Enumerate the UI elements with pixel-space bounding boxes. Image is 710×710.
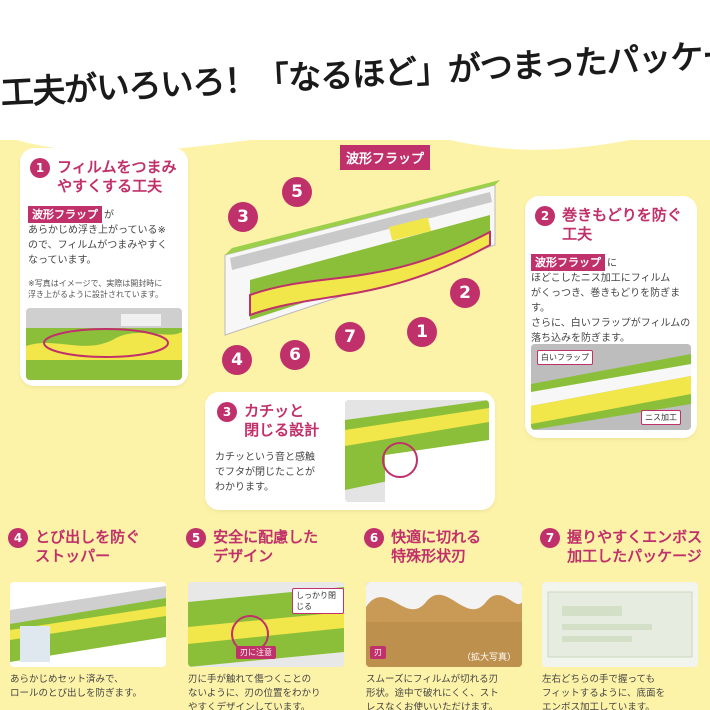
feature-7-number: 7 xyxy=(540,528,560,548)
hero-callout-3: 3 xyxy=(228,202,258,232)
feature-3-header: 3 カチッと 閉じる設計 xyxy=(217,402,319,440)
feature-4-body-line1: あらかじめセット済みで、 xyxy=(10,674,124,685)
feature-5-number: 5 xyxy=(186,528,206,548)
feature-7-body-line1: 左右どちらの手で握っても xyxy=(542,674,656,685)
feature-panel-7: 7 握りやすくエンボス 加工したパッケージ 左右どちらの手で握っても フィットす… xyxy=(534,522,704,710)
feature-card-1: 1 フィルムをつまみ やすくする工夫 波形フラップが あらかじめ浮き上がっている… xyxy=(20,148,188,386)
hero-callout-6: 6 xyxy=(280,340,310,370)
feature-4-photo xyxy=(10,582,166,667)
feature-2-title-line1: 巻きもどりを防ぐ xyxy=(562,206,682,224)
feature-panel-6: 6 快適に切れる 特殊形状刃 刃 （拡大写真） スムーズにフィルムが切れる刃 形… xyxy=(358,522,528,710)
feature-4-number: 4 xyxy=(8,528,28,548)
hero-label-wave-flap: 波形フラップ xyxy=(340,145,431,170)
feature-3-photo xyxy=(345,400,489,502)
feature-6-photo-caption: （拡大写真） xyxy=(461,653,516,663)
feature-2-after-tag: に xyxy=(607,258,617,269)
feature-2-title-line2: 工夫 xyxy=(562,225,593,243)
feature-3-body-line2: でフタが閉じたことが xyxy=(215,467,315,478)
feature-5-photo: 刃に注意 しっかり閉じる xyxy=(188,582,344,667)
feature-2-photo-label-varnish: ニス加工 xyxy=(641,410,681,425)
feature-1-title-line1: フィルムをつまみ xyxy=(57,158,177,176)
feature-5-title-line1: 安全に配慮した xyxy=(213,528,319,546)
feature-5-photo-tag: 刃に注意 xyxy=(236,646,276,659)
feature-1-header: 1 フィルムをつまみ やすくする工夫 xyxy=(30,158,177,196)
feature-2-header: 2 巻きもどりを防ぐ 工夫 xyxy=(535,206,682,244)
feature-2-tag: 波形フラップ xyxy=(531,254,605,271)
feature-4-title-line1: とび出しを防ぐ xyxy=(35,528,141,546)
hero-callout-5: 5 xyxy=(282,177,312,207)
hero-callout-1: 1 xyxy=(407,317,437,347)
feature-7-title-line2: 加工したパッケージ xyxy=(567,547,702,565)
feature-5-body-line3: やすくデザインしています。 xyxy=(188,702,311,710)
feature-5-body-line1: 刃に手が触れて傷つくことの xyxy=(188,674,312,685)
feature-panel-4: 4 とび出しを防ぐ ストッパー あらかじめセット済みで、 ロールのとび出しを防ぎ… xyxy=(2,522,172,707)
feature-2-body-line1: ほどこしたニス加工にフィルム xyxy=(531,273,671,284)
feature-1-body-line2: ので、フィルムがつまみやすく xyxy=(28,240,168,251)
feature-7-photo xyxy=(542,582,698,667)
feature-4-title-line2: ストッパー xyxy=(35,547,111,565)
hero-callout-2: 2 xyxy=(450,278,480,308)
feature-4-body-line2: ロールのとび出しを防ぎます。 xyxy=(10,688,143,699)
feature-5-photo-box: しっかり閉じる xyxy=(292,588,344,614)
feature-6-body-line1: スムーズにフィルムが切れる刃 xyxy=(366,674,499,685)
feature-card-3: 3 カチッと 閉じる設計 カチッという音と感触 でフタが閉じたことが わかります… xyxy=(205,392,495,510)
feature-1-body-line1: あらかじめ浮き上がっている※ xyxy=(28,225,166,236)
feature-2-body-line2: がくっつき、巻きもどりを防ぎます。 xyxy=(531,288,681,314)
feature-1-after-tag: が xyxy=(104,210,114,221)
feature-panel-5: 5 安全に配慮した デザイン 刃に注意 しっかり閉じる 刃に手が触れて傷つくこと… xyxy=(180,522,350,710)
feature-1-number: 1 xyxy=(30,158,50,178)
feature-2-body-line4: 落ち込みを防ぎます。 xyxy=(531,333,630,344)
feature-6-number: 6 xyxy=(364,528,384,548)
feature-7-body-line2: フィットするように、底面を xyxy=(542,688,666,699)
feature-1-body-line3: なっています。 xyxy=(28,255,97,266)
feature-2-number: 2 xyxy=(535,206,555,226)
feature-3-body-line1: カチッという音と感触 xyxy=(215,452,315,463)
feature-1-note-line1: ※写真はイメージで、実際は開封時に xyxy=(28,279,163,288)
feature-6-photo-tag: 刃 xyxy=(370,646,386,659)
feature-3-body-line3: わかります。 xyxy=(215,482,274,493)
hero-illustration: 波形フラップ 3 5 2 1 7 6 4 xyxy=(210,140,515,375)
feature-6-body-line2: 形状。途中で破れにくく、スト xyxy=(366,688,499,699)
feature-2-body-line3: さらに、白いフラップがフィルムの xyxy=(531,318,691,329)
feature-1-note-line2: 浮き上がるように設計されています。 xyxy=(28,290,163,299)
feature-2-photo: 白いフラップ ニス加工 xyxy=(531,344,691,430)
feature-6-title-line2: 特殊形状刃 xyxy=(391,547,467,565)
feature-1-tag: 波形フラップ xyxy=(28,206,102,223)
feature-6-body-line3: レスなくお使いいただけます。 xyxy=(366,702,499,710)
feature-3-number: 3 xyxy=(217,402,237,422)
hero-box-graphic xyxy=(224,180,500,336)
feature-2-photo-label-white-flap: 白いフラップ xyxy=(537,350,593,365)
hero-callout-4: 4 xyxy=(222,345,252,375)
feature-7-title-line1: 握りやすくエンボス xyxy=(567,528,703,546)
feature-6-title-line1: 快適に切れる xyxy=(391,528,482,546)
feature-5-title-line2: デザイン xyxy=(213,547,274,565)
hero-callout-7: 7 xyxy=(335,322,365,352)
feature-3-title-line2: 閉じる設計 xyxy=(244,421,320,439)
feature-3-title-line1: カチッと xyxy=(244,402,305,420)
feature-6-photo: 刃 （拡大写真） xyxy=(366,582,522,667)
feature-7-body-line3: エンボス加工しています。 xyxy=(542,702,655,710)
feature-1-title-line2: やすくする工夫 xyxy=(57,177,163,195)
feature-5-body-line2: ないように、刃の位置をわかり xyxy=(188,688,321,699)
feature-1-photo xyxy=(26,308,182,380)
header-wave xyxy=(0,95,710,152)
feature-card-2: 2 巻きもどりを防ぐ 工夫 波形フラップに ほどこしたニス加工にフィルム がくっ… xyxy=(525,196,697,438)
